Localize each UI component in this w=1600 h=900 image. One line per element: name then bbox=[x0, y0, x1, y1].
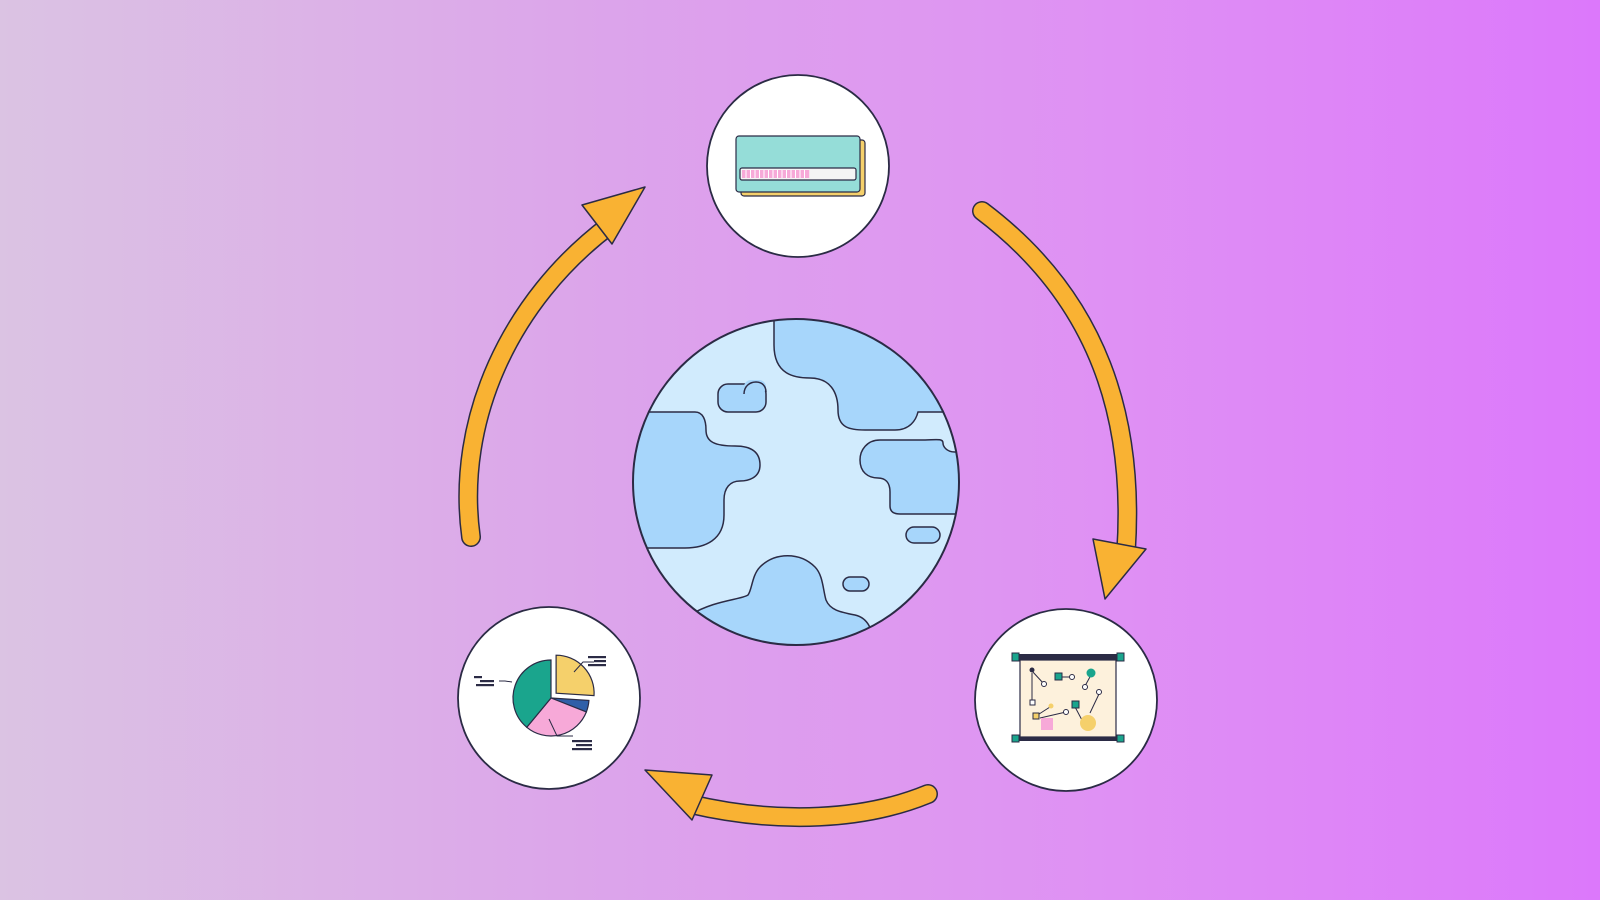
pie-slice bbox=[525, 697, 588, 737]
arrowhead-icon bbox=[1092, 538, 1147, 600]
loading-progress-fill bbox=[742, 170, 810, 178]
pie-chart-icon bbox=[512, 654, 595, 737]
loading-progress-ticks bbox=[745, 170, 805, 178]
network-board-icon bbox=[1011, 652, 1125, 743]
continent-shapes bbox=[633, 319, 959, 645]
arrow-top-to-right bbox=[972, 201, 1147, 600]
globe-icon bbox=[632, 318, 960, 646]
loading-card-icon bbox=[735, 135, 866, 197]
arrowhead-icon bbox=[581, 186, 646, 245]
node-bottom-left bbox=[457, 606, 641, 790]
pie-slice bbox=[555, 654, 595, 697]
island-shape bbox=[842, 576, 870, 592]
island-shape bbox=[905, 526, 941, 544]
pie-slice bbox=[512, 659, 552, 729]
arrowhead-icon bbox=[644, 769, 713, 821]
pie-callouts bbox=[499, 661, 594, 737]
node-bottom-right bbox=[974, 608, 1158, 792]
node-top bbox=[706, 74, 890, 258]
arrow-right-to-left bbox=[644, 769, 938, 828]
arrow-left-to-top bbox=[458, 186, 646, 547]
